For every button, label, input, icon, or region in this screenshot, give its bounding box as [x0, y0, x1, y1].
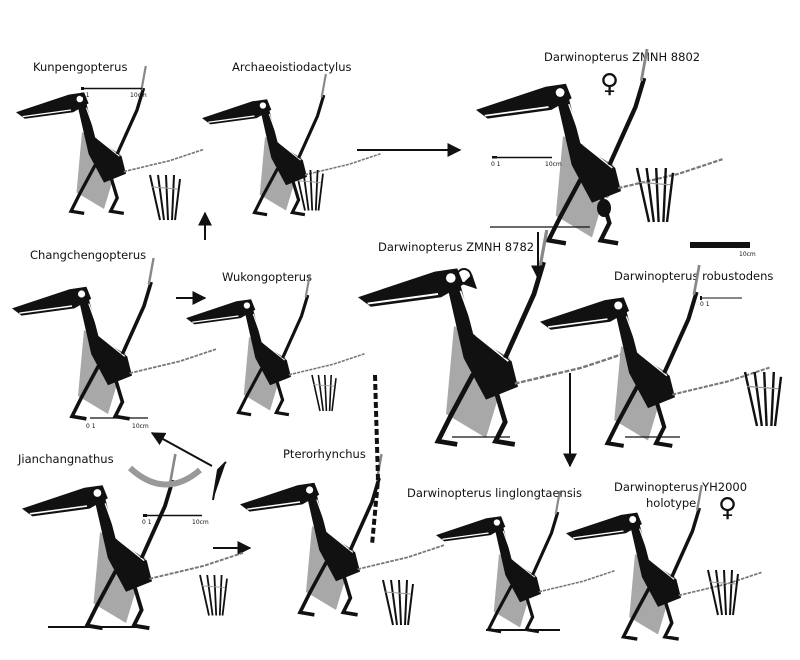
- label-darwinopterus-yh2000: Darwinopterus YH2000: [614, 480, 747, 494]
- wing-finger-yh2000: [707, 569, 739, 616]
- skeleton-wukongopterus: [184, 272, 367, 417]
- scale-bar-large: 10cm: [690, 242, 756, 258]
- label-changchengopterus: Changchengopterus: [30, 248, 146, 262]
- jianchangnathus-jaw: [127, 465, 202, 488]
- svg-text:10cm: 10cm: [739, 251, 756, 258]
- scale-bar-robustodens: 0 1: [700, 296, 742, 308]
- skeleton-changchengopterus: [10, 256, 218, 421]
- label-holotype: holotype: [646, 496, 696, 510]
- egg-label: egg: [598, 191, 610, 198]
- wing-finger-zmnh8802: [635, 166, 675, 224]
- pterorhynchus-tail-vane: [370, 374, 381, 546]
- female-symbol-8802: ♀: [600, 69, 619, 99]
- svg-text:0 1: 0 1: [80, 92, 90, 99]
- svg-text:10cm: 10cm: [192, 519, 209, 526]
- ground-lines-thick: [48, 626, 560, 631]
- arrows: [150, 143, 577, 555]
- svg-text:0 1: 0 1: [142, 519, 152, 526]
- wing-finger-robustodens: [743, 370, 783, 428]
- skeleton-darwinopterus-linglongtaensis: [434, 489, 617, 634]
- label-darwinopterus-linglongtaensis: Darwinopterus linglongtaensis: [407, 486, 582, 500]
- svg-text:10cm: 10cm: [132, 423, 149, 430]
- wing-finger-wukongopterus: [311, 374, 337, 412]
- label-jianchangnathus: Jianchangnathus: [17, 452, 114, 466]
- svg-text:0 1: 0 1: [700, 301, 710, 308]
- egg: [597, 199, 611, 217]
- label-archaeoistiodactylus: Archaeoistiodactylus: [232, 60, 352, 74]
- skeleton-jianchangnathus: [20, 452, 245, 631]
- svg-text:10cm: 10cm: [545, 161, 562, 168]
- wing-finger-pterorhynchus: [382, 579, 414, 626]
- scale-bar-jianchangnathus: 0 1 10cm: [142, 514, 209, 526]
- scale-bar-kunpengopterus: 0 1 10cm: [80, 87, 147, 99]
- label-kunpengopterus: Kunpengopterus: [33, 60, 127, 74]
- wing-finger-kunpengopterus: [149, 174, 181, 221]
- skeleton-archaeoistiodactylus: [200, 72, 383, 217]
- arrow-to-changchengopterus: [150, 432, 213, 467]
- skeleton-darwinopterus-robustodens: [540, 265, 770, 446]
- wing-finger-jianchangnathus: [199, 574, 228, 617]
- label-darwinopterus-zmnh8802: Darwinopterus ZMNH 8802: [544, 50, 700, 64]
- jianchangnathus-tooth: [212, 461, 227, 501]
- skeleton-darwinopterus-zmnh8782: [358, 230, 630, 444]
- svg-text:0 1: 0 1: [491, 161, 501, 168]
- skeleton-pterorhynchus: [238, 452, 446, 617]
- svg-text:10cm: 10cm: [130, 92, 147, 99]
- female-symbol-yh2000: ♀: [718, 493, 737, 523]
- label-pterorhynchus: Pterorhynchus: [283, 447, 366, 461]
- scale-bar-changchengopterus: 0 1 10cm: [86, 423, 149, 430]
- label-darwinopterus-robustodens: Darwinopterus robustodens: [614, 269, 773, 283]
- svg-text:0 1: 0 1: [86, 423, 96, 430]
- label-wukongopterus: Wukongopterus: [222, 270, 312, 284]
- label-darwinopterus-zmnh8782: Darwinopterus ZMNH 8782: [378, 240, 534, 254]
- scale-bar-zmnh8802: 0 1 10cm: [491, 156, 562, 168]
